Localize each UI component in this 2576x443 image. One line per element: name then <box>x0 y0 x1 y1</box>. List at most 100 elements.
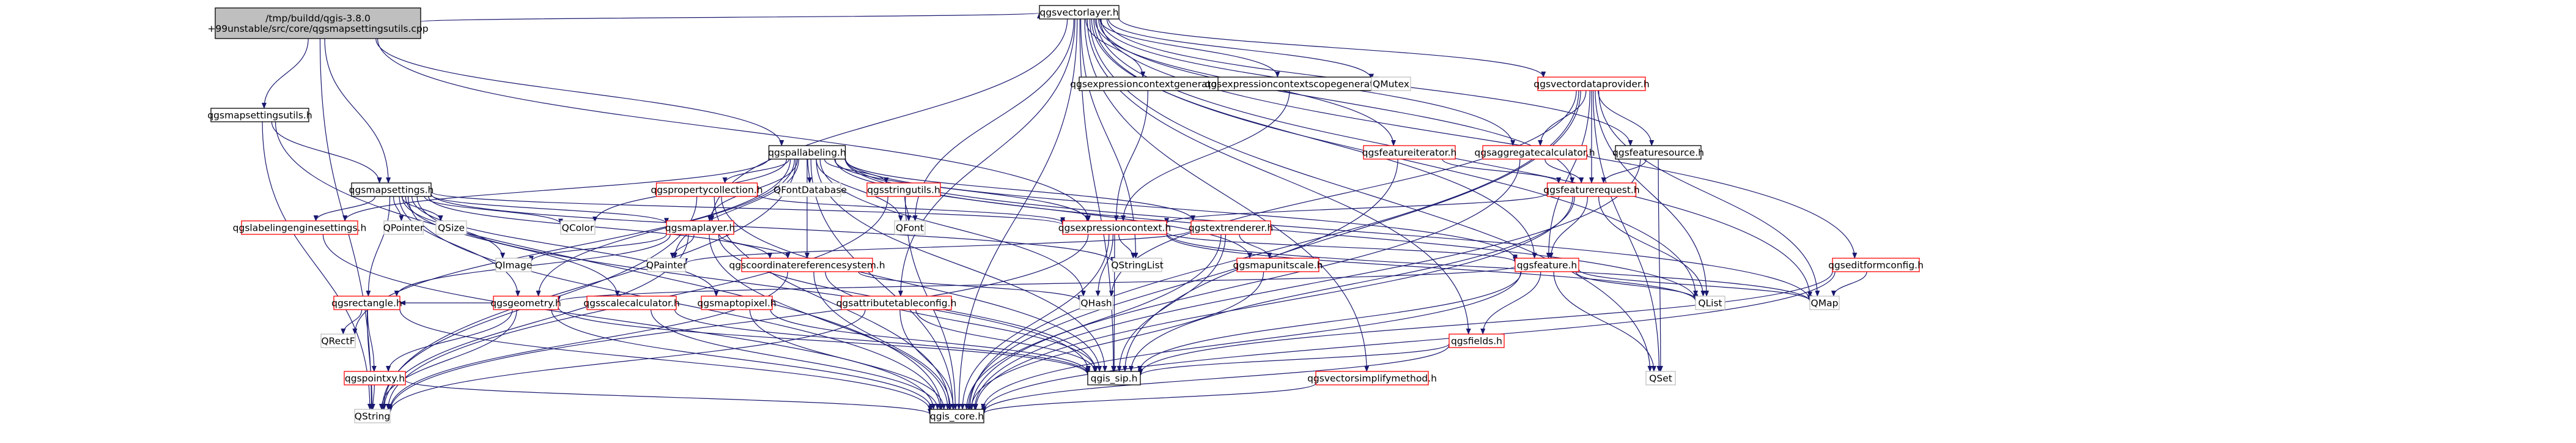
edge-qgsmaptopixel_h-to-qgis_sip_h <box>770 309 1090 374</box>
edge-qgspallabeling_h-to-QHash <box>819 158 1086 297</box>
node-box <box>741 258 873 272</box>
node-qgsexpressioncontextgenerator-h[interactable]: qgsexpressioncontextgenerator.h <box>1070 76 1229 91</box>
edge-qgsfeature_h-to-qgis_sip_h <box>1137 271 1522 372</box>
edge-qgsfeaturerequest_h-to-qgsexpressioncontext_h <box>1164 193 1548 225</box>
node-box <box>1079 296 1113 310</box>
edge-qgslabelingenginesettings_h-to-qgis_core_h <box>322 234 936 410</box>
node-QList[interactable]: QList <box>1695 296 1725 310</box>
node-label: qgsexpressioncontextgenerator.h <box>1070 79 1229 90</box>
node-qgsaggregatecalculator-h[interactable]: qgsaggregatecalculator.h <box>1474 145 1595 160</box>
node-box <box>866 182 941 197</box>
node-box <box>1371 76 1411 91</box>
node-qgsmaplayer-h[interactable]: qgsmaplayer.h <box>665 220 735 235</box>
node-QSet[interactable]: QSet <box>1645 371 1676 385</box>
edge-qgsrectangle_h-to-QRectF <box>341 309 363 335</box>
node-qgsattributetableconfig-h[interactable]: qgsattributetableconfig.h <box>836 296 957 310</box>
node-qgsstringutils-h[interactable]: qgsstringutils.h <box>866 182 941 197</box>
edge-root-to-qgsvectorlayer_h <box>420 12 1041 23</box>
edge-qgsmaplayer_h-to-QPainter <box>670 234 695 259</box>
node-QSize[interactable]: QSize <box>435 220 467 235</box>
edge-qgspropertycollection_h-to-qgis_sip_h <box>721 196 1102 372</box>
node-box <box>241 220 358 235</box>
node-box <box>1236 258 1319 272</box>
node-qgstextrenderer-h[interactable]: qgstextrenderer.h <box>1189 220 1273 235</box>
edge-qgspallabeling_h-to-QString <box>381 158 797 410</box>
node-qgsfeature-h[interactable]: qgsfeature.h <box>1515 258 1579 272</box>
node-box <box>354 409 391 423</box>
node-QFontDatabase[interactable]: QFontDatabase <box>773 182 847 197</box>
node-QStringList[interactable]: QStringList <box>1111 258 1164 272</box>
edge-qgsvectordataprovider_h-to-QSet <box>1592 90 1662 372</box>
node-qgscoordinatereferencesystem-h[interactable]: qgscoordinatereferencesystem.h <box>729 258 885 272</box>
edge-qgseditformconfig_h-to-qgis_core_h <box>981 271 1836 412</box>
node-qgsfeatureiterator-h[interactable]: qgsfeatureiterator.h <box>1362 145 1457 160</box>
node-box <box>1695 296 1725 310</box>
node-qgsfeaturesource-h[interactable]: qgsfeaturesource.h <box>1612 145 1704 160</box>
edge-qgsgeometry_h-to-QString <box>378 309 517 410</box>
node-QPointer[interactable]: QPointer <box>383 220 424 235</box>
node-qgsvectorsimplifymethod-h[interactable]: qgsvectorsimplifymethod.h <box>1307 371 1437 385</box>
edge-qgsmaplayer_h-to-qgscoordinatereferencesystem_h <box>718 234 791 259</box>
node-qgseditformconfig-h[interactable]: qgseditformconfig.h <box>1828 258 1924 272</box>
node-qgsexpressioncontextscopegenerator-h[interactable]: qgsexpressioncontextscopegenerator.h <box>1205 76 1392 91</box>
node-qgsfields-h[interactable]: qgsfields.h <box>1449 333 1505 348</box>
edge-qgsscalecalculator_h-to-qgis_sip_h <box>674 309 1090 375</box>
node-qgsmapunitscale-h[interactable]: qgsmapunitscale.h <box>1233 258 1323 272</box>
node-qgsgeometry-h[interactable]: qgsgeometry.h <box>490 296 561 310</box>
node-QColor[interactable]: QColor <box>560 220 596 235</box>
edge-qgsmapsettingsutils_h-to-QString <box>262 121 372 410</box>
node-qgspallabeling-h[interactable]: qgspallabeling.h <box>768 145 846 160</box>
node-label: qgsmapunitscale.h <box>1233 260 1323 271</box>
node-qgsrectangle-h[interactable]: qgsrectangle.h <box>331 296 402 310</box>
node-box <box>493 296 559 310</box>
node-qgsfeaturerequest-h[interactable]: qgsfeaturerequest.h <box>1543 182 1640 197</box>
node-box <box>1537 76 1646 91</box>
edge-qgsexpressioncontext_h-to-QString <box>388 234 1089 412</box>
node-QImage[interactable]: QImage <box>495 258 533 272</box>
node-qgsmapsettingsutils-h[interactable]: qgsmapsettingsutils.h <box>207 108 312 122</box>
edge-qgstextrenderer_h-to-qgis_core_h <box>964 234 1222 410</box>
node-label: qgsmaplayer.h <box>665 223 735 234</box>
node-qgsexpressioncontext-h[interactable]: qgsexpressioncontext.h <box>1058 220 1172 235</box>
edge-qgsmapsettings_h-to-QPointer <box>393 196 404 222</box>
node-QMap[interactable]: QMap <box>1809 296 1840 310</box>
node-QMutex[interactable]: QMutex <box>1371 76 1411 91</box>
node-qgis-core-h[interactable]: qgis_core.h <box>929 409 984 423</box>
node-qgsvectorlayer-h[interactable]: qgsvectorlayer.h <box>1039 5 1120 20</box>
edge-qgsgeometry_h-to-qgspointxy_h <box>386 309 513 372</box>
node-box <box>1832 258 1920 272</box>
node-box <box>1645 371 1676 385</box>
edge-qgsrectangle_h-to-QString <box>366 309 375 410</box>
edge-qgsmapsettings_h-to-QSize <box>401 196 443 222</box>
node-box <box>1515 258 1579 272</box>
edge-qgsmapsettings_h-to-qgis_sip_h <box>416 196 1091 372</box>
edge-qgspallabeling_h-to-QPainter <box>672 158 799 259</box>
node-qgsmaptopixel-h[interactable]: qgsmaptopixel.h <box>697 296 777 310</box>
node-QFont[interactable]: QFont <box>894 220 926 235</box>
node-qgspointxy-h[interactable]: qgspointxy.h <box>344 371 406 385</box>
edge-qgsfields_h-to-qgis_sip_h <box>1138 343 1450 376</box>
node-box <box>1449 333 1505 348</box>
edge-qgsrectangle_h-to-qgis_core_h <box>399 309 932 412</box>
node-box <box>560 220 596 235</box>
edge-qgsvectordataprovider_h-to-QHash <box>1109 90 1577 297</box>
edge-qgsmapsettings_h-to-qgsrectangle_h <box>366 196 391 297</box>
node-qgsvectordataprovider-h[interactable]: qgsvectordataprovider.h <box>1533 76 1650 91</box>
node-qgis-sip-h[interactable]: qgis_sip.h <box>1087 371 1141 385</box>
node-QHash[interactable]: QHash <box>1079 296 1113 310</box>
node-QString[interactable]: QString <box>354 409 391 423</box>
node-qgsscalecalculator-h[interactable]: qgsscalecalculator.h <box>583 296 680 310</box>
node-qgspropertycollection-h[interactable]: qgspropertycollection.h <box>651 182 763 197</box>
edge-qgsvectorlayer_h-to-qgis_core_h <box>956 18 1078 410</box>
node-QPainter[interactable]: QPainter <box>646 258 687 272</box>
node-qgslabelingenginesettings-h[interactable]: qgslabelingenginesettings.h <box>233 220 367 235</box>
node-qgsmapsettings-h[interactable]: qgsmapsettings.h <box>349 182 434 197</box>
node-label: qgis_sip.h <box>1091 373 1138 385</box>
node-label: qgsattributetableconfig.h <box>836 298 957 309</box>
edge-qgsmaplayer_h-to-qgis_core_h <box>709 234 950 410</box>
node-label: qgsrectangle.h <box>331 298 402 309</box>
edge-qgsvectorlayer_h-to-qgsexpressioncontextscopegenerator_h <box>1099 18 1280 78</box>
node-QRectF[interactable]: QRectF <box>320 333 356 348</box>
edge-qgstextrenderer_h-to-qgsmapunitscale_h <box>1239 234 1272 259</box>
node-box <box>929 409 984 423</box>
